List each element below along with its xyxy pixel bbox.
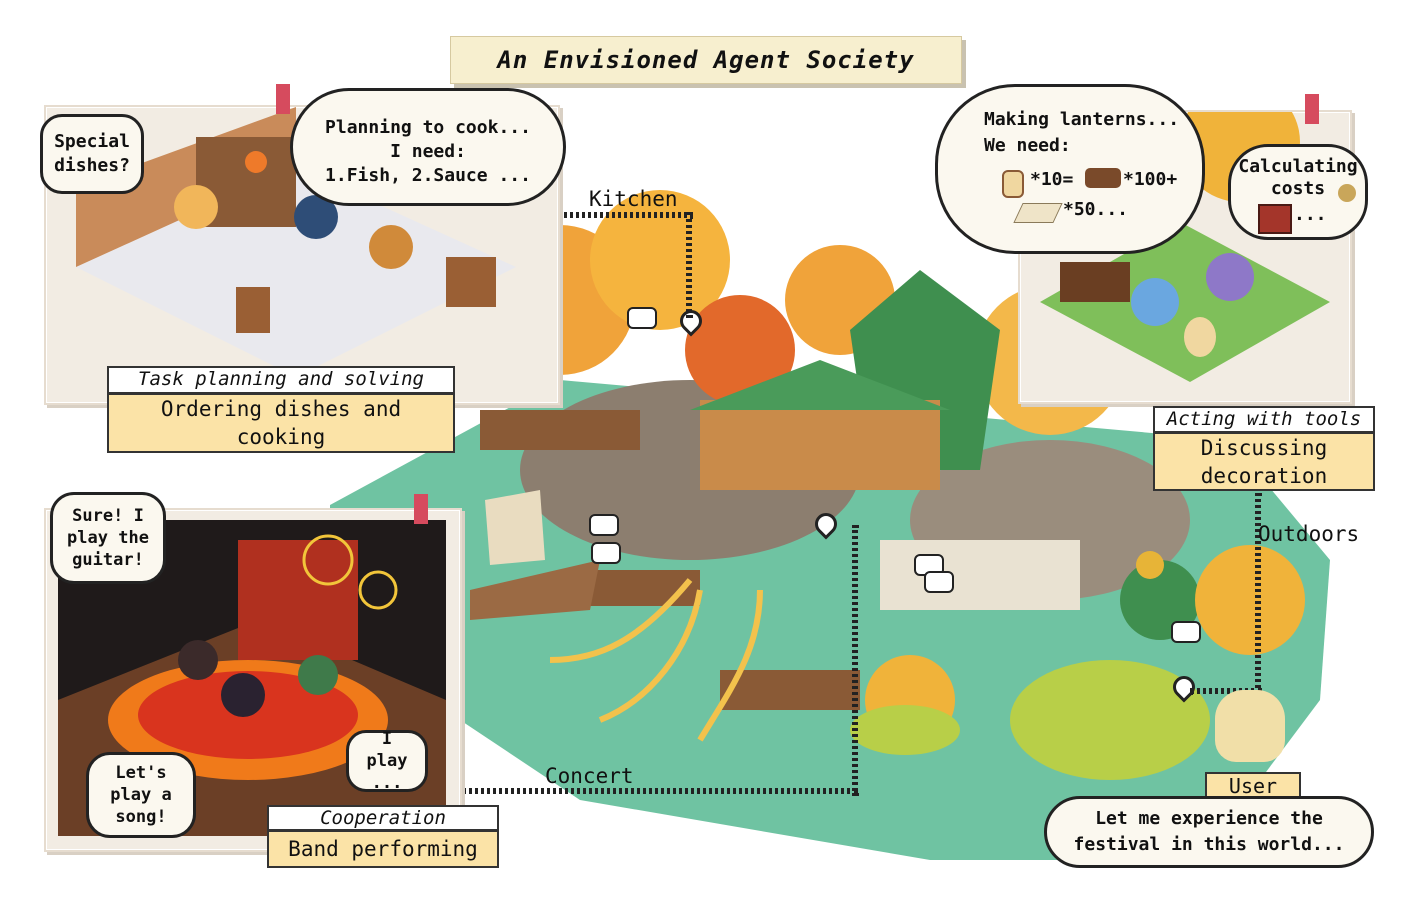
- wood-count: *100+: [1123, 169, 1178, 190]
- logs-icon: [1060, 262, 1130, 302]
- kitchen-caption-main: Ordering dishes and cooking: [107, 393, 455, 453]
- plaza: [880, 540, 1080, 610]
- pin-icon: [1305, 94, 1319, 124]
- pin-icon: [276, 84, 290, 114]
- agent-chef: [174, 185, 218, 229]
- map-chat-icon: [589, 514, 619, 536]
- firework-icon: [358, 570, 398, 610]
- lantern-icon: [1184, 317, 1216, 357]
- outdoors-thought-cloud: [935, 84, 1205, 254]
- boat-sail: [485, 490, 545, 565]
- boat: [470, 560, 600, 620]
- concert-caption-category: Cooperation: [267, 805, 499, 831]
- dock-left: [480, 410, 640, 450]
- screen-panel: [238, 540, 358, 660]
- outdoors-thought-text: Making lanterns... We need:: [984, 109, 1180, 156]
- outdoors-caption-main: Discussing decoration: [1153, 432, 1375, 491]
- map-chat-icon: [627, 307, 657, 329]
- crate: [446, 257, 496, 307]
- money-bag-icon: [1338, 184, 1356, 202]
- tree-outdoor: [1195, 545, 1305, 655]
- dock-bottom: [720, 670, 860, 710]
- kitchen-thought-cloud: [290, 88, 566, 206]
- outdoor-pavilion: [1120, 560, 1200, 640]
- kitchen-connector-v: [686, 212, 692, 318]
- map-chat-icon: [924, 571, 954, 593]
- guitar-bubble: Sure! I play the guitar!: [50, 492, 166, 584]
- agent-hooded: [294, 195, 338, 239]
- calculating-text: Calculating costs: [1238, 156, 1358, 199]
- map-chat-icon: [1171, 621, 1201, 643]
- concert-caption-main: Band performing: [267, 830, 499, 868]
- concert-label: Concert: [545, 764, 634, 788]
- agent-singer: [221, 673, 265, 717]
- firework-icon: [302, 534, 354, 586]
- main-building: [700, 400, 940, 490]
- lantern-coin: [1136, 551, 1164, 579]
- special-dishes-bubble: Special dishes?: [40, 114, 144, 194]
- outdoors-label: Outdoors: [1258, 522, 1360, 546]
- diagram-title: An Envisioned Agent Society: [450, 36, 962, 84]
- wood-icon: [1085, 168, 1121, 188]
- agent-purple: [1206, 253, 1254, 301]
- lantern-icon: [1002, 170, 1024, 198]
- user-label: User: [1205, 772, 1301, 800]
- paper-count: *50...: [1063, 199, 1129, 220]
- play-bubble: I play ...: [346, 729, 428, 793]
- calculating-ellipsis: ...: [1294, 204, 1327, 225]
- kitchen-caption-category: Task planning and solving: [107, 366, 455, 394]
- crate: [236, 287, 270, 333]
- kitchen-label: Kitchen: [589, 187, 678, 211]
- abacus-icon: [1258, 204, 1292, 234]
- ribbons: [549, 578, 763, 742]
- agent-guitarist: [178, 640, 218, 680]
- user-speech-bubble: Let me experience the festival in this w…: [1044, 796, 1374, 868]
- kitchen-scene-art: [76, 107, 516, 377]
- concert-connector-v: [852, 525, 858, 796]
- tree-top: [590, 190, 730, 330]
- kitchen-thought-text: Planning to cook... I need: 1.Fish, 2.Sa…: [325, 117, 531, 186]
- map-chat-icon: [591, 542, 621, 564]
- kitchen-connector: [545, 212, 693, 218]
- user-avatar: [1215, 690, 1285, 762]
- lantern-count: *10=: [1030, 169, 1074, 190]
- outdoors-caption-category: Acting with tools: [1153, 406, 1375, 433]
- pin-icon: [414, 494, 428, 524]
- tree-red: [685, 295, 795, 405]
- grass-small: [850, 705, 960, 755]
- main-roof: [690, 360, 950, 410]
- concert-connector: [450, 788, 858, 794]
- song-bubble: Let's play a song!: [86, 752, 196, 838]
- agent-player: [298, 655, 338, 695]
- grass-island: [1010, 660, 1210, 780]
- agent-blue: [1131, 278, 1179, 326]
- agent-raccoon: [369, 225, 413, 269]
- pumpkin-icon: [245, 151, 267, 173]
